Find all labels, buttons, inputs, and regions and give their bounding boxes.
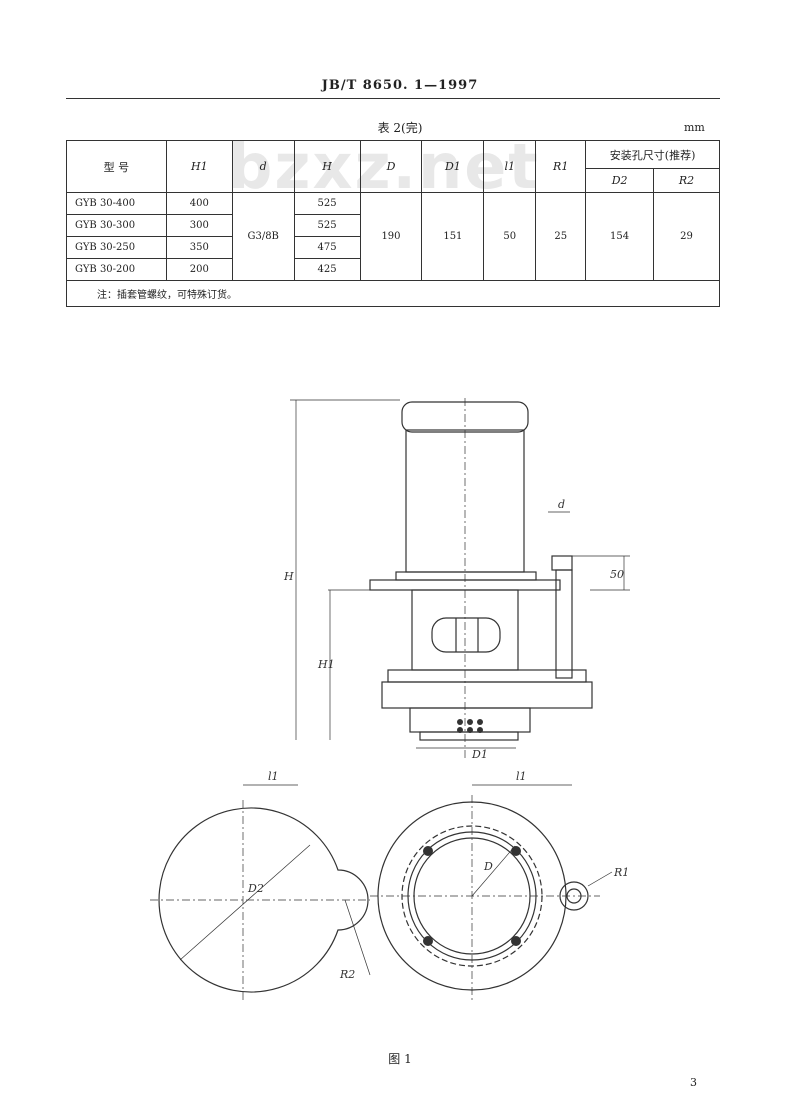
outlet-fitting xyxy=(551,555,573,571)
header-d2: D2 xyxy=(585,168,655,193)
header-model: 型 号 xyxy=(66,140,167,193)
header-h: H xyxy=(293,140,361,193)
header-d1: D1 xyxy=(421,140,485,193)
dim-r1-line xyxy=(587,871,613,887)
outlet-pipe xyxy=(555,569,573,679)
label-h1: H1 xyxy=(317,658,335,671)
header-d: d xyxy=(231,140,295,193)
label-r1: R1 xyxy=(613,866,629,879)
row-model: GYB 30-400 xyxy=(66,192,167,215)
row-h1: 350 xyxy=(165,236,233,259)
shared-d1: 151 xyxy=(421,192,485,281)
spec-table: 型 号 H1 d H D D1 l1 R1 安装孔尺寸(推荐) D2 R2 GY… xyxy=(66,140,720,307)
label-l1-right: l1 xyxy=(516,770,527,783)
figure-caption: 图 1 xyxy=(388,1052,412,1066)
flange-boss xyxy=(395,571,537,581)
inspection-window xyxy=(431,617,501,653)
shared-r2: 29 xyxy=(653,192,720,281)
header-mount-size: 安装孔尺寸(推荐) xyxy=(585,140,720,169)
pump-foot xyxy=(419,731,519,741)
table-caption: 表 2(完) xyxy=(377,121,423,135)
dim-r2-line xyxy=(344,899,371,976)
label-d1: D1 xyxy=(471,748,488,761)
header-h1: H1 xyxy=(165,140,233,193)
row-h: 475 xyxy=(293,236,361,259)
shared-r1: 25 xyxy=(535,192,587,281)
shared-l1: 50 xyxy=(483,192,537,281)
label-d2: D2 xyxy=(247,882,264,895)
label-h: H xyxy=(283,570,294,583)
row-h1: 200 xyxy=(165,258,233,281)
row-model: GYB 30-200 xyxy=(66,258,167,281)
pump-base xyxy=(381,681,593,709)
row-h1: 400 xyxy=(165,192,233,215)
header-d-outer: D xyxy=(359,140,423,193)
header-rule xyxy=(66,98,720,99)
label-l1-left: l1 xyxy=(268,770,279,783)
table-unit: mm xyxy=(684,121,705,134)
mounting-hole-outline xyxy=(158,807,369,993)
dim-d2-line xyxy=(179,844,311,961)
row-model: GYB 30-250 xyxy=(66,236,167,259)
label-d-inner: D xyxy=(483,860,493,873)
row-h: 525 xyxy=(293,192,361,215)
row-h: 425 xyxy=(293,258,361,281)
technical-drawing: H H1 d 50 D1 l1 l1 D2 D R1 R2 xyxy=(150,398,630,1000)
label-50: 50 xyxy=(610,568,624,581)
row-h1: 300 xyxy=(165,214,233,237)
page-number: 3 xyxy=(690,1076,697,1089)
label-d: d xyxy=(558,498,565,511)
header-l1: l1 xyxy=(483,140,537,193)
outlet-boss xyxy=(559,881,589,911)
bottom-bolts xyxy=(457,719,483,733)
header-r2: R2 xyxy=(653,168,720,193)
flange-bolts xyxy=(423,846,521,946)
row-model: GYB 30-300 xyxy=(66,214,167,237)
label-r2: R2 xyxy=(339,968,355,981)
shared-d2: 154 xyxy=(585,192,655,281)
shared-d-outer: 190 xyxy=(359,192,423,281)
dim-d-radius xyxy=(471,845,516,897)
table-note: 注：插套管螺纹，可特殊订货。 xyxy=(66,280,720,307)
row-h: 525 xyxy=(293,214,361,237)
shared-d: G3/8B xyxy=(231,192,295,281)
header-r1: R1 xyxy=(535,140,587,193)
standard-number-header: JB/T 8650. 1—1997 xyxy=(321,78,479,93)
